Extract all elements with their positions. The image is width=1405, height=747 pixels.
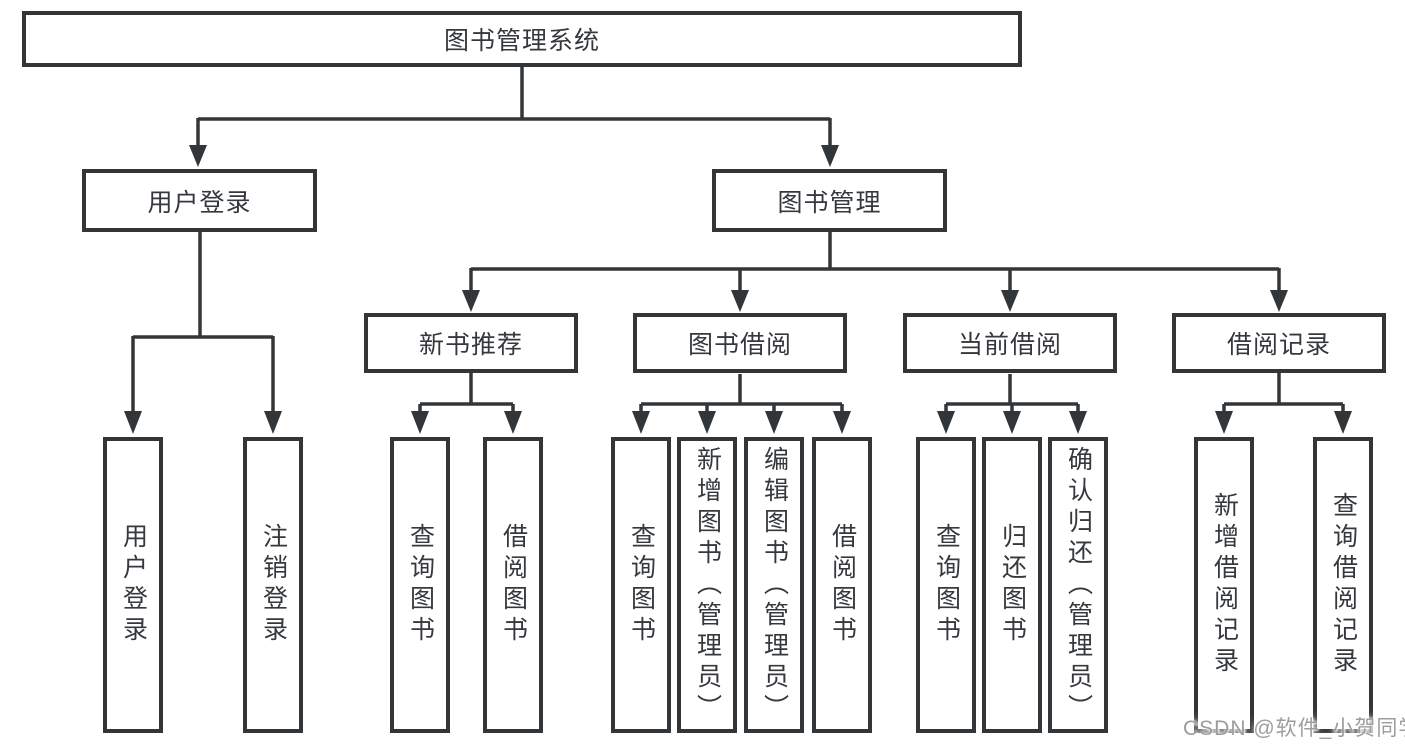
leaf-confirm-return-admin-label: 确认归还（管理员） — [1064, 445, 1093, 725]
leaf-query-books-borrow-label: 查询图书 — [627, 523, 656, 647]
connector-book-management-children — [469, 231, 1281, 294]
leaf-borrow-books: 借阅图书 — [812, 437, 872, 733]
leaf-borrow-books-recommend-label: 借阅图书 — [499, 523, 528, 647]
node-borrow-records: 借阅记录 — [1172, 313, 1386, 373]
node-new-book-recommend: 新书推荐 — [364, 313, 578, 373]
leaf-query-books-recommend-label: 查询图书 — [406, 523, 435, 647]
node-current-borrow-label: 当前借阅 — [957, 331, 1062, 359]
node-book-borrow-label: 图书借阅 — [687, 331, 792, 359]
node-borrow-records-label: 借阅记录 — [1226, 331, 1331, 359]
node-root-label: 图书管理系统 — [443, 27, 600, 55]
leaf-borrow-books-recommend: 借阅图书 — [483, 437, 543, 733]
leaf-return-books-label: 归还图书 — [998, 523, 1027, 647]
leaf-logout-label: 注销登录 — [259, 523, 288, 647]
connector-root-to-level2 — [196, 66, 832, 148]
connector-new-book-children — [418, 371, 515, 414]
node-book-borrow: 图书借阅 — [633, 313, 847, 373]
leaf-query-borrow-record-label: 查询借阅记录 — [1329, 492, 1358, 678]
node-user-login: 用户登录 — [82, 169, 317, 232]
connector-user-login-children — [131, 231, 275, 414]
node-book-management-label: 图书管理 — [777, 188, 882, 217]
leaf-add-borrow-record-label: 新增借阅记录 — [1210, 492, 1239, 678]
leaf-logout: 注销登录 — [243, 437, 303, 733]
leaf-edit-books-admin-label: 编辑图书（管理员） — [760, 445, 789, 725]
leaf-user-login-label: 用户登录 — [119, 523, 148, 647]
leaf-query-borrow-record: 查询借阅记录 — [1313, 437, 1373, 733]
leaf-query-books-borrow: 查询图书 — [611, 437, 671, 733]
leaf-confirm-return-admin: 确认归还（管理员） — [1048, 437, 1108, 733]
connector-borrow-record-children — [1222, 371, 1345, 414]
leaf-query-books-recommend: 查询图书 — [390, 437, 450, 733]
node-current-borrow: 当前借阅 — [903, 313, 1117, 373]
leaf-query-books-current: 查询图书 — [916, 437, 976, 733]
connector-current-borrow-children — [944, 374, 1080, 414]
node-book-management: 图书管理 — [712, 169, 947, 232]
node-new-book-recommend-label: 新书推荐 — [418, 331, 523, 359]
node-root: 图书管理系统 — [22, 11, 1022, 67]
watermark: CSDN @软件_小贺同学 — [1183, 717, 1405, 740]
leaf-add-books-admin: 新增图书（管理员） — [677, 437, 737, 733]
leaf-add-books-admin-label: 新增图书（管理员） — [693, 445, 722, 725]
leaf-user-login: 用户登录 — [103, 437, 163, 733]
arrowheads — [124, 145, 1352, 434]
connector-book-borrow-children — [639, 374, 844, 414]
leaf-edit-books-admin: 编辑图书（管理员） — [744, 437, 804, 733]
leaf-add-borrow-record: 新增借阅记录 — [1194, 437, 1254, 733]
node-user-login-label: 用户登录 — [147, 188, 252, 217]
leaf-query-books-current-label: 查询图书 — [932, 523, 961, 647]
leaf-borrow-books-label: 借阅图书 — [828, 523, 857, 647]
leaf-return-books: 归还图书 — [982, 437, 1042, 733]
